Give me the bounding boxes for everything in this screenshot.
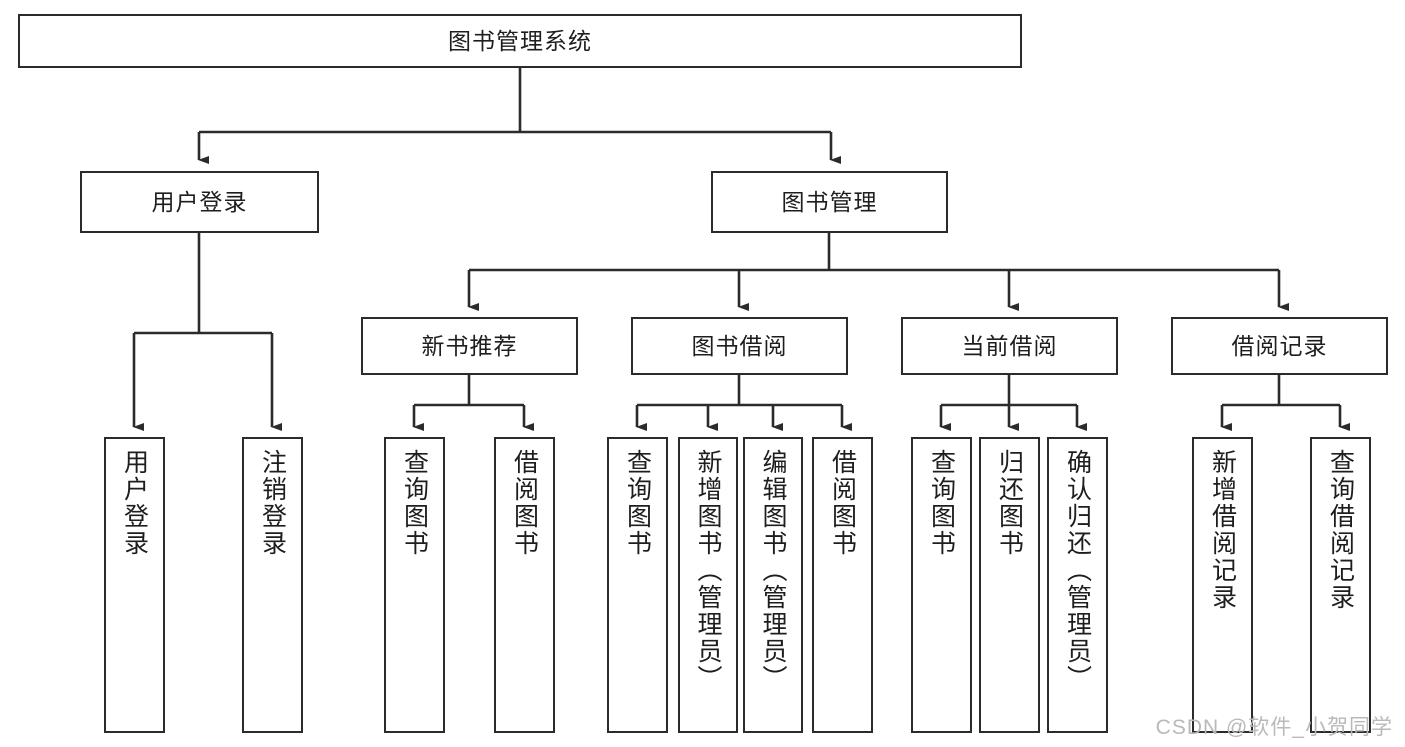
node-label: 图书管理: [781, 188, 878, 215]
node-label: 新增图书（管理员）: [694, 449, 722, 692]
leaf-query-book-recommend[interactable]: 查询图书: [384, 437, 445, 733]
node-label: 借阅图书: [510, 449, 539, 557]
leaf-add-book-admin[interactable]: 新增图书（管理员）: [678, 437, 738, 733]
csdn-watermark: CSDN @软件_小贺同学: [1155, 716, 1393, 739]
leaf-query-book-current[interactable]: 查询图书: [911, 437, 972, 733]
node-label: 借阅记录: [1231, 332, 1328, 359]
leaf-edit-book-admin[interactable]: 编辑图书（管理员）: [743, 437, 803, 733]
leaf-return-book[interactable]: 归还图书: [979, 437, 1040, 733]
node-label: 图书管理系统: [448, 27, 592, 54]
node-label: 注销登录: [258, 449, 287, 557]
node-book-management[interactable]: 图书管理: [711, 171, 948, 233]
node-label: 用户登录: [151, 188, 248, 215]
node-label: 当前借阅: [961, 332, 1058, 359]
leaf-query-book-borrow[interactable]: 查询图书: [607, 437, 668, 733]
leaf-query-borrow-record[interactable]: 查询借阅记录: [1310, 437, 1371, 733]
node-label: 查询图书: [400, 449, 429, 557]
node-book-borrow[interactable]: 图书借阅: [631, 317, 848, 375]
node-label: 确认归还（管理员）: [1063, 449, 1092, 692]
node-label: 归还图书: [995, 449, 1024, 557]
leaf-confirm-return-admin[interactable]: 确认归还（管理员）: [1047, 437, 1108, 733]
node-user-login[interactable]: 用户登录: [80, 171, 319, 233]
leaf-borrow-book[interactable]: 借阅图书: [812, 437, 873, 733]
node-label: 查询图书: [927, 449, 956, 557]
node-label: 编辑图书（管理员）: [759, 449, 787, 692]
node-label: 查询图书: [623, 449, 652, 557]
node-current-borrow[interactable]: 当前借阅: [901, 317, 1118, 375]
leaf-add-borrow-record[interactable]: 新增借阅记录: [1192, 437, 1253, 733]
node-label: 图书借阅: [691, 332, 788, 359]
node-label: 借阅图书: [828, 449, 857, 557]
node-new-book-recommend[interactable]: 新书推荐: [361, 317, 578, 375]
node-label: 新增借阅记录: [1208, 449, 1237, 611]
node-label: 用户登录: [120, 449, 149, 557]
leaf-user-logout[interactable]: 注销登录: [242, 437, 303, 733]
leaf-borrow-book-recommend[interactable]: 借阅图书: [494, 437, 555, 733]
leaf-user-login[interactable]: 用户登录: [104, 437, 165, 733]
node-root-system[interactable]: 图书管理系统: [18, 14, 1022, 68]
node-label: 查询借阅记录: [1326, 449, 1355, 611]
node-label: 新书推荐: [421, 332, 518, 359]
node-borrow-record[interactable]: 借阅记录: [1171, 317, 1388, 375]
